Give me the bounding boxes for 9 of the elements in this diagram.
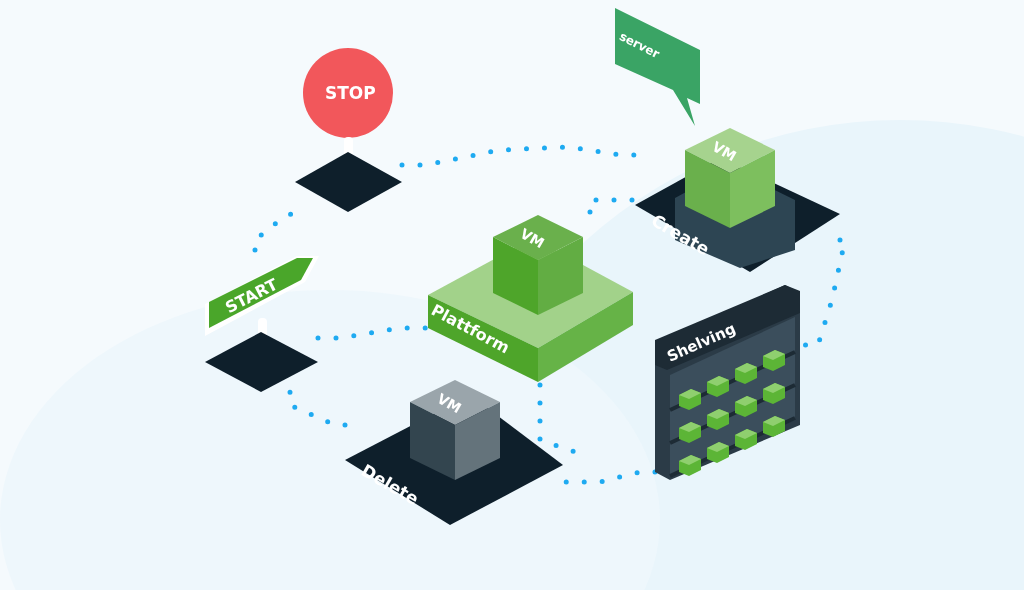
dotted-path bbox=[315, 325, 431, 341]
dotted-path bbox=[537, 382, 578, 455]
sign-label: STOP bbox=[325, 85, 376, 102]
cube-label: VM bbox=[518, 226, 547, 251]
dotted-path bbox=[287, 389, 348, 428]
cube-label: VM bbox=[435, 391, 464, 416]
dotted-path bbox=[562, 469, 658, 485]
dotted-path bbox=[399, 144, 638, 168]
cube-label: VM bbox=[710, 139, 739, 164]
